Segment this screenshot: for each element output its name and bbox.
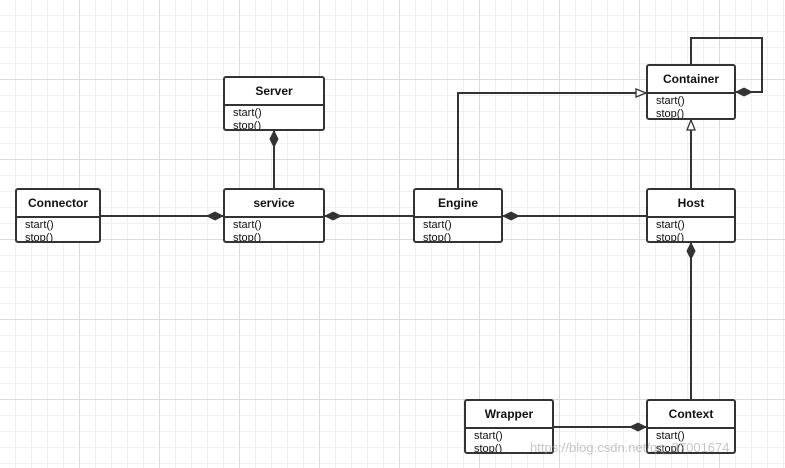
operations: start() stop() [225, 106, 323, 131]
class-host[interactable]: Host start() stop() [646, 188, 736, 243]
operation: stop() [656, 443, 685, 454]
operation: stop() [423, 232, 452, 243]
watermark: https://blog.csdn.net/qq_37001674 [530, 440, 730, 455]
operation: start() [474, 430, 503, 442]
operation: stop() [656, 108, 685, 120]
operation: start() [656, 430, 685, 442]
class-name: Host [648, 190, 734, 218]
class-name: Connector [17, 190, 99, 218]
class-connector[interactable]: Connector start() stop() [15, 188, 101, 243]
operations: start() stop() [648, 218, 734, 243]
class-server[interactable]: Server start() stop() [223, 76, 325, 131]
class-name: Wrapper [466, 401, 552, 429]
class-wrapper[interactable]: Wrapper start() stop() [464, 399, 554, 454]
class-service[interactable]: service start() stop() [223, 188, 325, 243]
operation: stop() [233, 232, 262, 243]
operation: stop() [25, 232, 54, 243]
class-name: Container [648, 66, 734, 94]
operations: start() stop() [415, 218, 501, 243]
operation: start() [656, 95, 685, 107]
relation-engine-container [457, 93, 646, 188]
operations: start() stop() [17, 218, 99, 243]
operation: stop() [233, 120, 262, 131]
operation: start() [423, 219, 452, 231]
operations: start() stop() [648, 94, 734, 120]
operation: stop() [474, 443, 503, 454]
class-name: Server [225, 78, 323, 106]
operation: start() [233, 219, 262, 231]
operations: start() stop() [225, 218, 323, 243]
class-name: Context [648, 401, 734, 429]
operations: start() stop() [466, 429, 552, 454]
class-context[interactable]: Context start() stop() [646, 399, 736, 454]
class-engine[interactable]: Engine start() stop() [413, 188, 503, 243]
operation: stop() [656, 232, 685, 243]
operation: start() [233, 107, 262, 119]
operations: start() stop() [648, 429, 734, 454]
operation: start() [25, 219, 54, 231]
class-container[interactable]: Container start() stop() [646, 64, 736, 120]
operation: start() [656, 219, 685, 231]
relation-container-container [690, 37, 763, 92]
class-name: Engine [415, 190, 501, 218]
class-name: service [225, 190, 323, 218]
